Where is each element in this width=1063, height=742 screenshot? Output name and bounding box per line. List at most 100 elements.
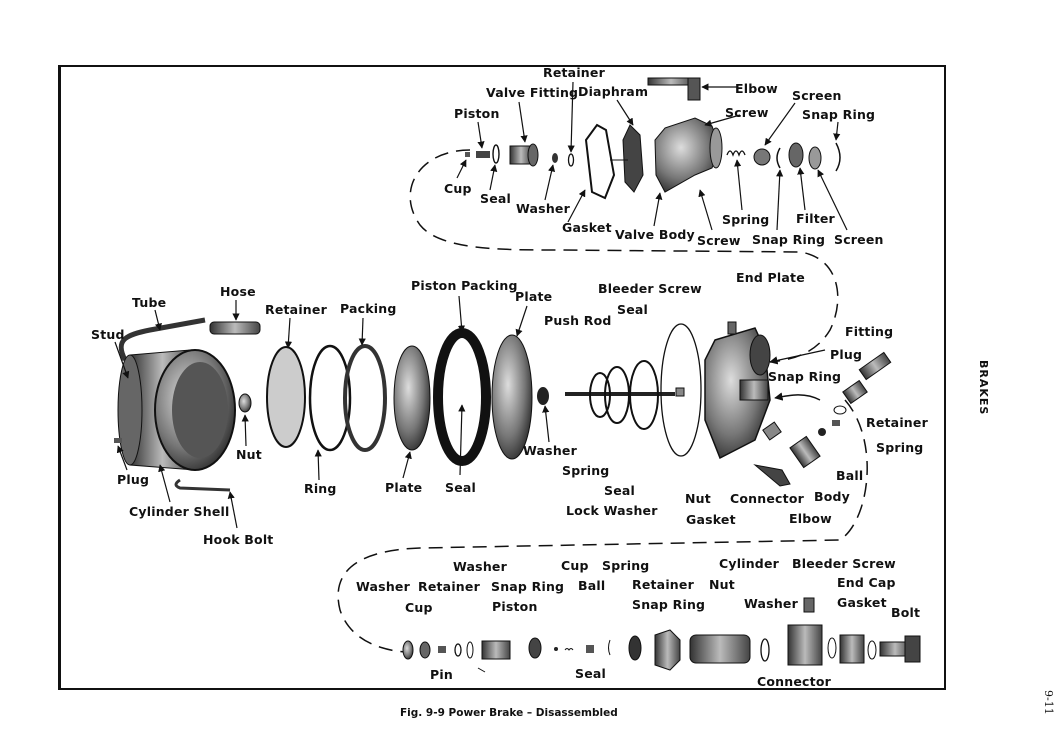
part-seal — [628, 635, 642, 661]
figure-frame — [58, 65, 946, 690]
part-hose — [209, 321, 261, 335]
label-ep-plug: Plug — [830, 347, 863, 362]
label-ep-elbow: Elbow — [789, 511, 832, 526]
label-cyl-retainer: Retainer — [265, 302, 327, 317]
label-cyl-nut: Nut — [236, 447, 262, 462]
part-screen-1 — [753, 148, 771, 166]
dashed-flow-paths — [337, 149, 868, 653]
label-filter: Filter — [796, 211, 835, 226]
part-bleeder-screw — [727, 321, 737, 335]
part-valve-body — [654, 117, 721, 193]
part-elbow — [647, 77, 695, 86]
label-ep-spring-right: Spring — [876, 440, 924, 455]
label-hc-washer-left: Washer — [356, 579, 410, 594]
label-ep-retainer: Retainer — [866, 415, 928, 430]
end-plate-assembly-parts — [565, 321, 892, 487]
label-hc-gasket: Gasket — [837, 595, 887, 610]
part-washer-1 — [402, 640, 414, 660]
label-valve-body: Valve Body — [615, 227, 695, 242]
label-valve-elbow: Elbow — [735, 81, 778, 96]
part-retainer — [266, 346, 306, 448]
label-snap-ring-top: Snap Ring — [802, 107, 876, 122]
arrow-to-end-plate — [774, 392, 821, 401]
label-fitting: Fitting — [845, 324, 894, 339]
part-snap-ring — [833, 405, 847, 415]
part-seal — [492, 144, 500, 164]
part-plug — [114, 438, 122, 443]
label-hc-seal: Seal — [575, 666, 607, 681]
part-ball — [818, 428, 826, 436]
part-connector — [762, 421, 782, 441]
section-tab: BRAKES — [977, 360, 990, 416]
part-end-cap — [787, 624, 823, 666]
label-ep-connector: Connector — [730, 491, 804, 506]
label-cyl-seal: Seal — [445, 480, 477, 495]
valve-assembly-parts — [465, 77, 841, 200]
part-cup-1 — [419, 641, 431, 659]
label-ring: Ring — [304, 481, 337, 496]
label-valve-seal: Seal — [480, 191, 512, 206]
label-hc-spring: Spring — [602, 558, 650, 573]
part-tube — [118, 317, 206, 362]
label-diaphram: Diaphram — [578, 84, 649, 99]
part-gasket-2 — [867, 640, 877, 660]
label-plate-bottom: Plate — [385, 480, 423, 495]
label-hc-cup-top: Cup — [561, 558, 589, 573]
cylinder-assembly-parts — [114, 317, 549, 492]
label-hc-snap-ring-right: Snap Ring — [632, 597, 706, 612]
part-ring — [308, 344, 352, 452]
label-hc-washer-right: Washer — [744, 596, 798, 611]
label-hc-snap-ring-left: Snap Ring — [491, 579, 565, 594]
label-valve-piston: Piston — [454, 106, 500, 121]
label-hc-bolt: Bolt — [891, 605, 921, 620]
label-hc-pin: Pin — [430, 667, 453, 682]
label-valve-cup: Cup — [444, 181, 472, 196]
label-ep-body: Body — [814, 489, 851, 504]
part-plug — [842, 379, 868, 405]
label-valve-fitting: Valve Fitting — [486, 85, 579, 100]
part-body — [789, 435, 821, 469]
part-nut — [654, 629, 681, 671]
part-push-rod — [565, 392, 675, 396]
part-snap-ring-1 — [466, 641, 474, 659]
part-piston-packing — [433, 328, 491, 466]
part-packing — [343, 344, 387, 452]
label-ep-gasket: Gasket — [686, 512, 736, 527]
label-snap-ring-bottom: Snap Ring — [752, 232, 826, 247]
label-screw-bottom: Screw — [697, 233, 741, 248]
part-snap-ring-1 — [776, 147, 781, 169]
label-hc-connector: Connector — [757, 674, 831, 689]
label-ep-bleeder-screw: Bleeder Screw — [598, 281, 702, 296]
label-cylinder-shell: Cylinder Shell — [129, 504, 230, 519]
part-piston — [481, 640, 511, 660]
part-filter — [788, 142, 804, 168]
label-valve-retainer: Retainer — [543, 65, 605, 80]
flow-path-bottom — [337, 399, 868, 653]
part-connector — [839, 634, 865, 664]
part-nut — [238, 393, 252, 413]
leader-lines — [114, 81, 848, 529]
arrow-snap-ring-1 — [769, 349, 826, 365]
label-hc-ball: Ball — [578, 578, 606, 593]
label-valve-gasket: Gasket — [562, 220, 612, 235]
part-retainer-2 — [586, 645, 594, 653]
part-retainer — [832, 420, 840, 426]
label-hc-nut: Nut — [709, 577, 735, 592]
label-lock-washer: Lock Washer — [566, 503, 658, 518]
part-piston — [476, 151, 490, 158]
part-washer-2 — [454, 643, 462, 657]
part-spring — [589, 360, 660, 430]
label-hc-bleeder-screw: Bleeder Screw — [792, 556, 896, 571]
part-spring — [564, 648, 574, 651]
part-ball — [554, 647, 558, 651]
part-fitting — [858, 351, 892, 381]
label-hc-washer-top: Washer — [453, 559, 507, 574]
part-washer-3 — [760, 638, 770, 662]
label-piston-packing: Piston Packing — [411, 278, 518, 293]
label-cyl-plug: Plug — [117, 472, 150, 487]
part-spring — [726, 150, 746, 157]
part-snap-ring-2 — [835, 142, 841, 172]
part-retainer — [567, 153, 575, 167]
label-ep-snap-ring: Snap Ring — [768, 369, 842, 384]
